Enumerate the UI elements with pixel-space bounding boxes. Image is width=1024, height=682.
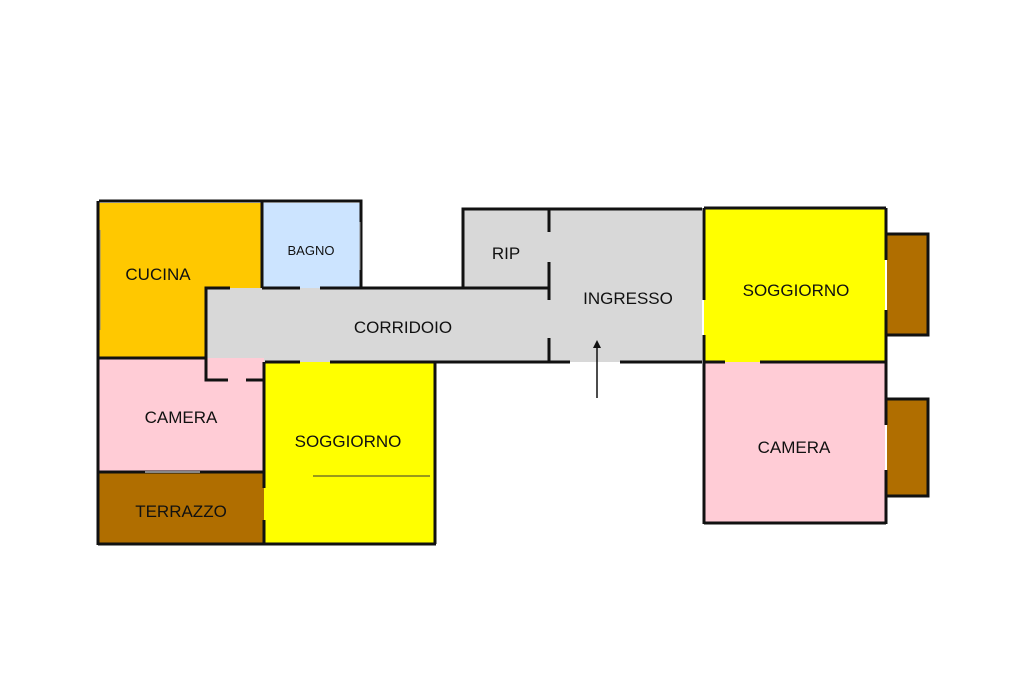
label-corridoio: CORRIDOIO xyxy=(354,318,452,337)
label-bagno: BAGNO xyxy=(288,243,335,258)
balcony-lower-right xyxy=(887,399,928,496)
room-soggiorno-right xyxy=(704,209,885,362)
room-ingresso xyxy=(549,210,702,362)
label-cucina: CUCINA xyxy=(125,265,191,284)
walls xyxy=(96,199,930,546)
label-rip: RIP xyxy=(492,244,520,263)
room-terrazzo xyxy=(99,472,264,544)
label-soggiorno-right: SOGGIORNO xyxy=(743,281,850,300)
room-bagno xyxy=(262,203,360,288)
label-soggiorno-left: SOGGIORNO xyxy=(295,432,402,451)
room-rip xyxy=(463,210,549,288)
label-ingresso: INGRESSO xyxy=(583,289,673,308)
label-camera-left: CAMERA xyxy=(145,408,218,427)
balcony-upper-right xyxy=(887,234,928,335)
label-camera-right: CAMERA xyxy=(758,438,831,457)
room-camera-left xyxy=(99,358,264,472)
room-camera-right xyxy=(704,362,885,523)
up-arrow-icon xyxy=(593,340,601,398)
room-soggiorno-left xyxy=(264,362,435,544)
label-terrazzo: TERRAZZO xyxy=(135,502,227,521)
